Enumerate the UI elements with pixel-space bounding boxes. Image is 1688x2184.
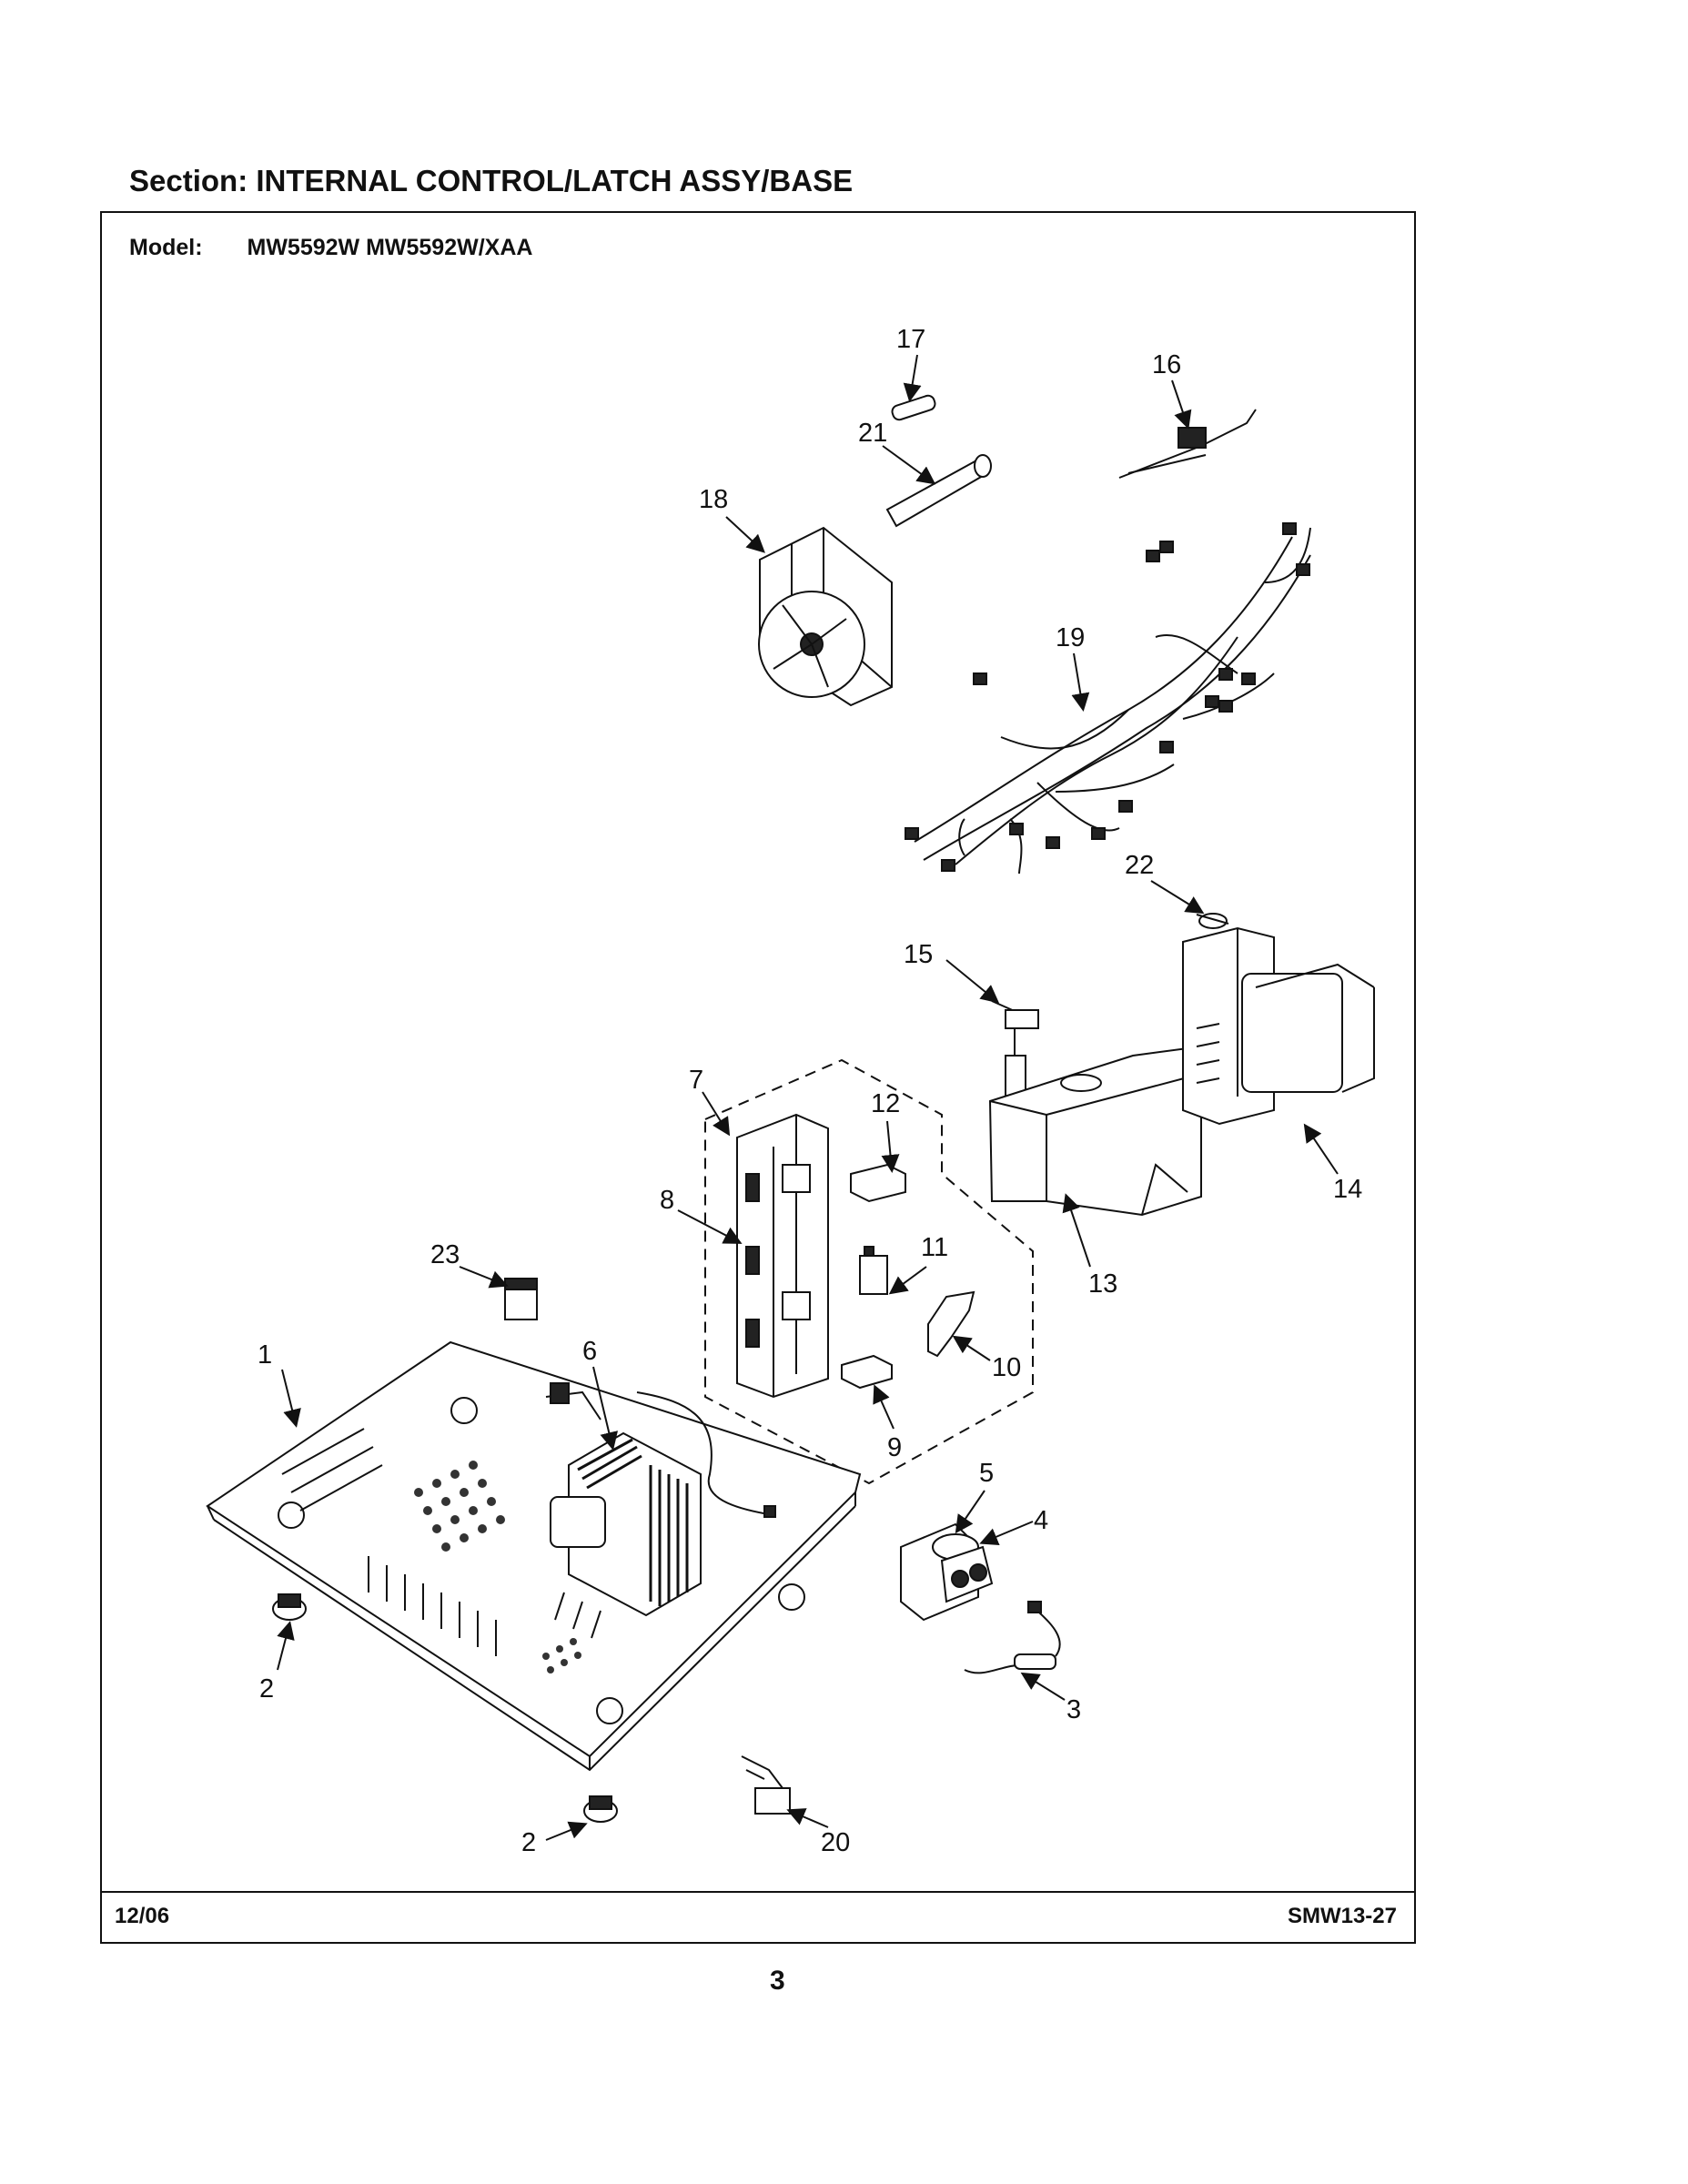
part-15-diode [991,1000,1039,1097]
part-3-hv-fuse [964,1601,1061,1674]
part-23-pad [504,1278,538,1320]
part-12-switch [850,1163,906,1203]
part-17-fuse [891,394,936,421]
section-label: Section: [129,164,248,197]
callout-21: 21 [858,419,887,448]
callout-1: 1 [258,1340,272,1370]
page-number: 3 [770,1966,785,1996]
callout-18: 18 [699,485,728,514]
footer-doc-code: SMW13-27 [1287,1904,1397,1928]
callout-8: 8 [660,1186,674,1215]
part-9-switch [841,1354,893,1390]
part-4-capacitor-bracket [940,1545,994,1603]
callout-22: 22 [1125,851,1154,880]
model-label: Model: [129,235,203,260]
part-21-fuse-holder [885,454,992,528]
callout-12: 12 [871,1089,900,1118]
section-name: INTERNAL CONTROL/LATCH ASSY/BASE [256,164,854,197]
callout-2: 2 [521,1828,536,1857]
callout-3: 3 [1066,1695,1081,1724]
section-title: Section: INTERNAL CONTROL/LATCH ASSY/BAS… [129,164,853,198]
callout-13: 13 [1088,1269,1117,1299]
footer-divider [100,1891,1416,1893]
part-11-switch [859,1246,888,1295]
part-6-transformer [545,1382,776,1617]
part-2-foot [583,1795,618,1823]
callout-10: 10 [992,1353,1021,1382]
part-18-fan-motor [758,526,893,707]
callout-6: 6 [582,1337,597,1366]
callout-7: 7 [689,1066,703,1095]
callout-2: 2 [259,1674,274,1704]
callout-11: 11 [921,1233,948,1262]
part-19-wire-harness [905,522,1311,875]
callout-23: 23 [430,1240,460,1269]
model-value: MW5592W MW5592W/XAA [247,235,533,260]
part-20-noise-filter [741,1755,791,1815]
callout-group: 1 2 2 3 4 5 6 7 8 9 10 11 12 13 14 15 16 [258,325,1362,1857]
callout-16: 16 [1152,350,1181,379]
callout-20: 20 [821,1828,850,1857]
part-7-latch-assy-outline [704,1058,1034,1485]
part-22-clip [1196,913,1229,929]
part-1-base-plate [206,1340,862,1772]
callout-5: 5 [979,1459,994,1488]
part-13-air-duct [988,1045,1202,1217]
footer-date: 12/06 [115,1904,170,1928]
part-8-latch-board [736,1113,829,1399]
diagram-frame [100,211,1416,1944]
part-10-lever [927,1290,975,1358]
callout-14: 14 [1333,1175,1362,1204]
callout-9: 9 [887,1433,902,1462]
callout-15: 15 [904,940,933,969]
callout-17: 17 [896,325,925,354]
callout-19: 19 [1056,623,1085,652]
model-row: Model: MW5592W MW5592W/XAA [129,235,532,261]
part-16-thermal-cutout [1118,409,1257,479]
part-2-foot [272,1593,307,1621]
callout-4: 4 [1034,1506,1048,1535]
part-14-transformer [1182,926,1375,1126]
